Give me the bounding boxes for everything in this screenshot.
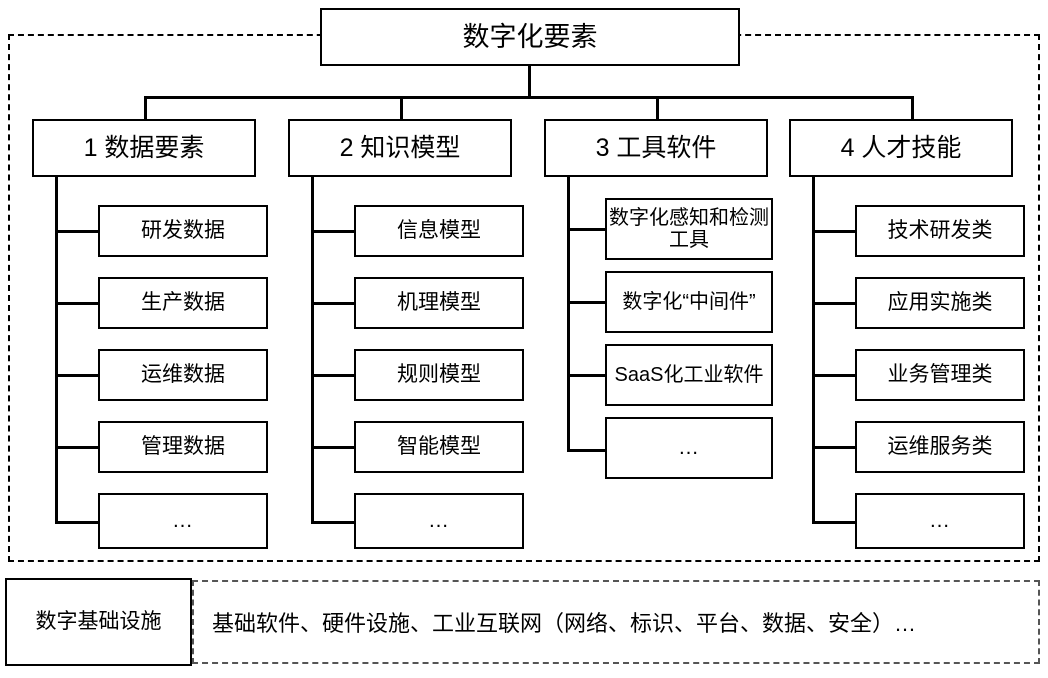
column-4-stub-5 [812, 521, 857, 524]
leaf-box-ellipsis: … [98, 493, 268, 549]
column-2-stub-3 [311, 374, 356, 377]
category-stem-2 [400, 96, 403, 120]
leaf-box: 管理数据 [98, 421, 268, 473]
leaf-box: 技术研发类 [855, 205, 1025, 257]
title-stem-connector [528, 64, 531, 98]
column-1-stub-2 [55, 302, 100, 305]
category-stem-3 [656, 96, 659, 120]
leaf-box: 研发数据 [98, 205, 268, 257]
leaf-box: 智能模型 [354, 421, 524, 473]
column-2-stub-4 [311, 446, 356, 449]
column-1-stub-4 [55, 446, 100, 449]
infrastructure-label-box: 数字基础设施 [5, 578, 192, 666]
category-header-3: 3 工具软件 [544, 119, 768, 177]
column-4-trunk [812, 177, 815, 524]
leaf-box: SaaS化工业软件 [605, 344, 773, 406]
column-3-stub-3 [567, 374, 607, 377]
leaf-box: 业务管理类 [855, 349, 1025, 401]
category-stem-4 [911, 96, 914, 120]
column-1-trunk [55, 177, 58, 524]
column-2-stub-2 [311, 302, 356, 305]
leaf-box-ellipsis: … [354, 493, 524, 549]
leaf-box: 运维服务类 [855, 421, 1025, 473]
column-1-stub-1 [55, 230, 100, 233]
infrastructure-content: 基础软件、硬件设施、工业互联网（网络、标识、平台、数据、安全）… [212, 611, 917, 636]
column-4-stub-3 [812, 374, 857, 377]
leaf-box: 机理模型 [354, 277, 524, 329]
leaf-box: 运维数据 [98, 349, 268, 401]
diagram-title-box: 数字化要素 [320, 8, 740, 66]
category-header-4: 4 人才技能 [789, 119, 1013, 177]
column-3-stub-4 [567, 449, 607, 452]
leaf-box: 信息模型 [354, 205, 524, 257]
infrastructure-frame [192, 580, 1040, 664]
category-stem-1 [144, 96, 147, 120]
column-2-stub-5 [311, 521, 356, 524]
column-3-stub-1 [567, 228, 607, 231]
leaf-box-ellipsis: … [855, 493, 1025, 549]
column-2-stub-1 [311, 230, 356, 233]
column-4-stub-2 [812, 302, 857, 305]
leaf-box: 规则模型 [354, 349, 524, 401]
leaf-box: 应用实施类 [855, 277, 1025, 329]
leaf-box: 数字化感知和检测工具 [605, 198, 773, 260]
leaf-box: 生产数据 [98, 277, 268, 329]
column-3-stub-2 [567, 301, 607, 304]
category-header-2: 2 知识模型 [288, 119, 512, 177]
column-1-stub-3 [55, 374, 100, 377]
column-3-trunk [567, 177, 570, 452]
column-4-stub-4 [812, 446, 857, 449]
leaf-box: 数字化“中间件” [605, 271, 773, 333]
column-1-stub-5 [55, 521, 100, 524]
column-4-stub-1 [812, 230, 857, 233]
column-2-trunk [311, 177, 314, 524]
category-header-1: 1 数据要素 [32, 119, 256, 177]
category-bus-connector [144, 96, 914, 99]
leaf-box-ellipsis: … [605, 417, 773, 479]
